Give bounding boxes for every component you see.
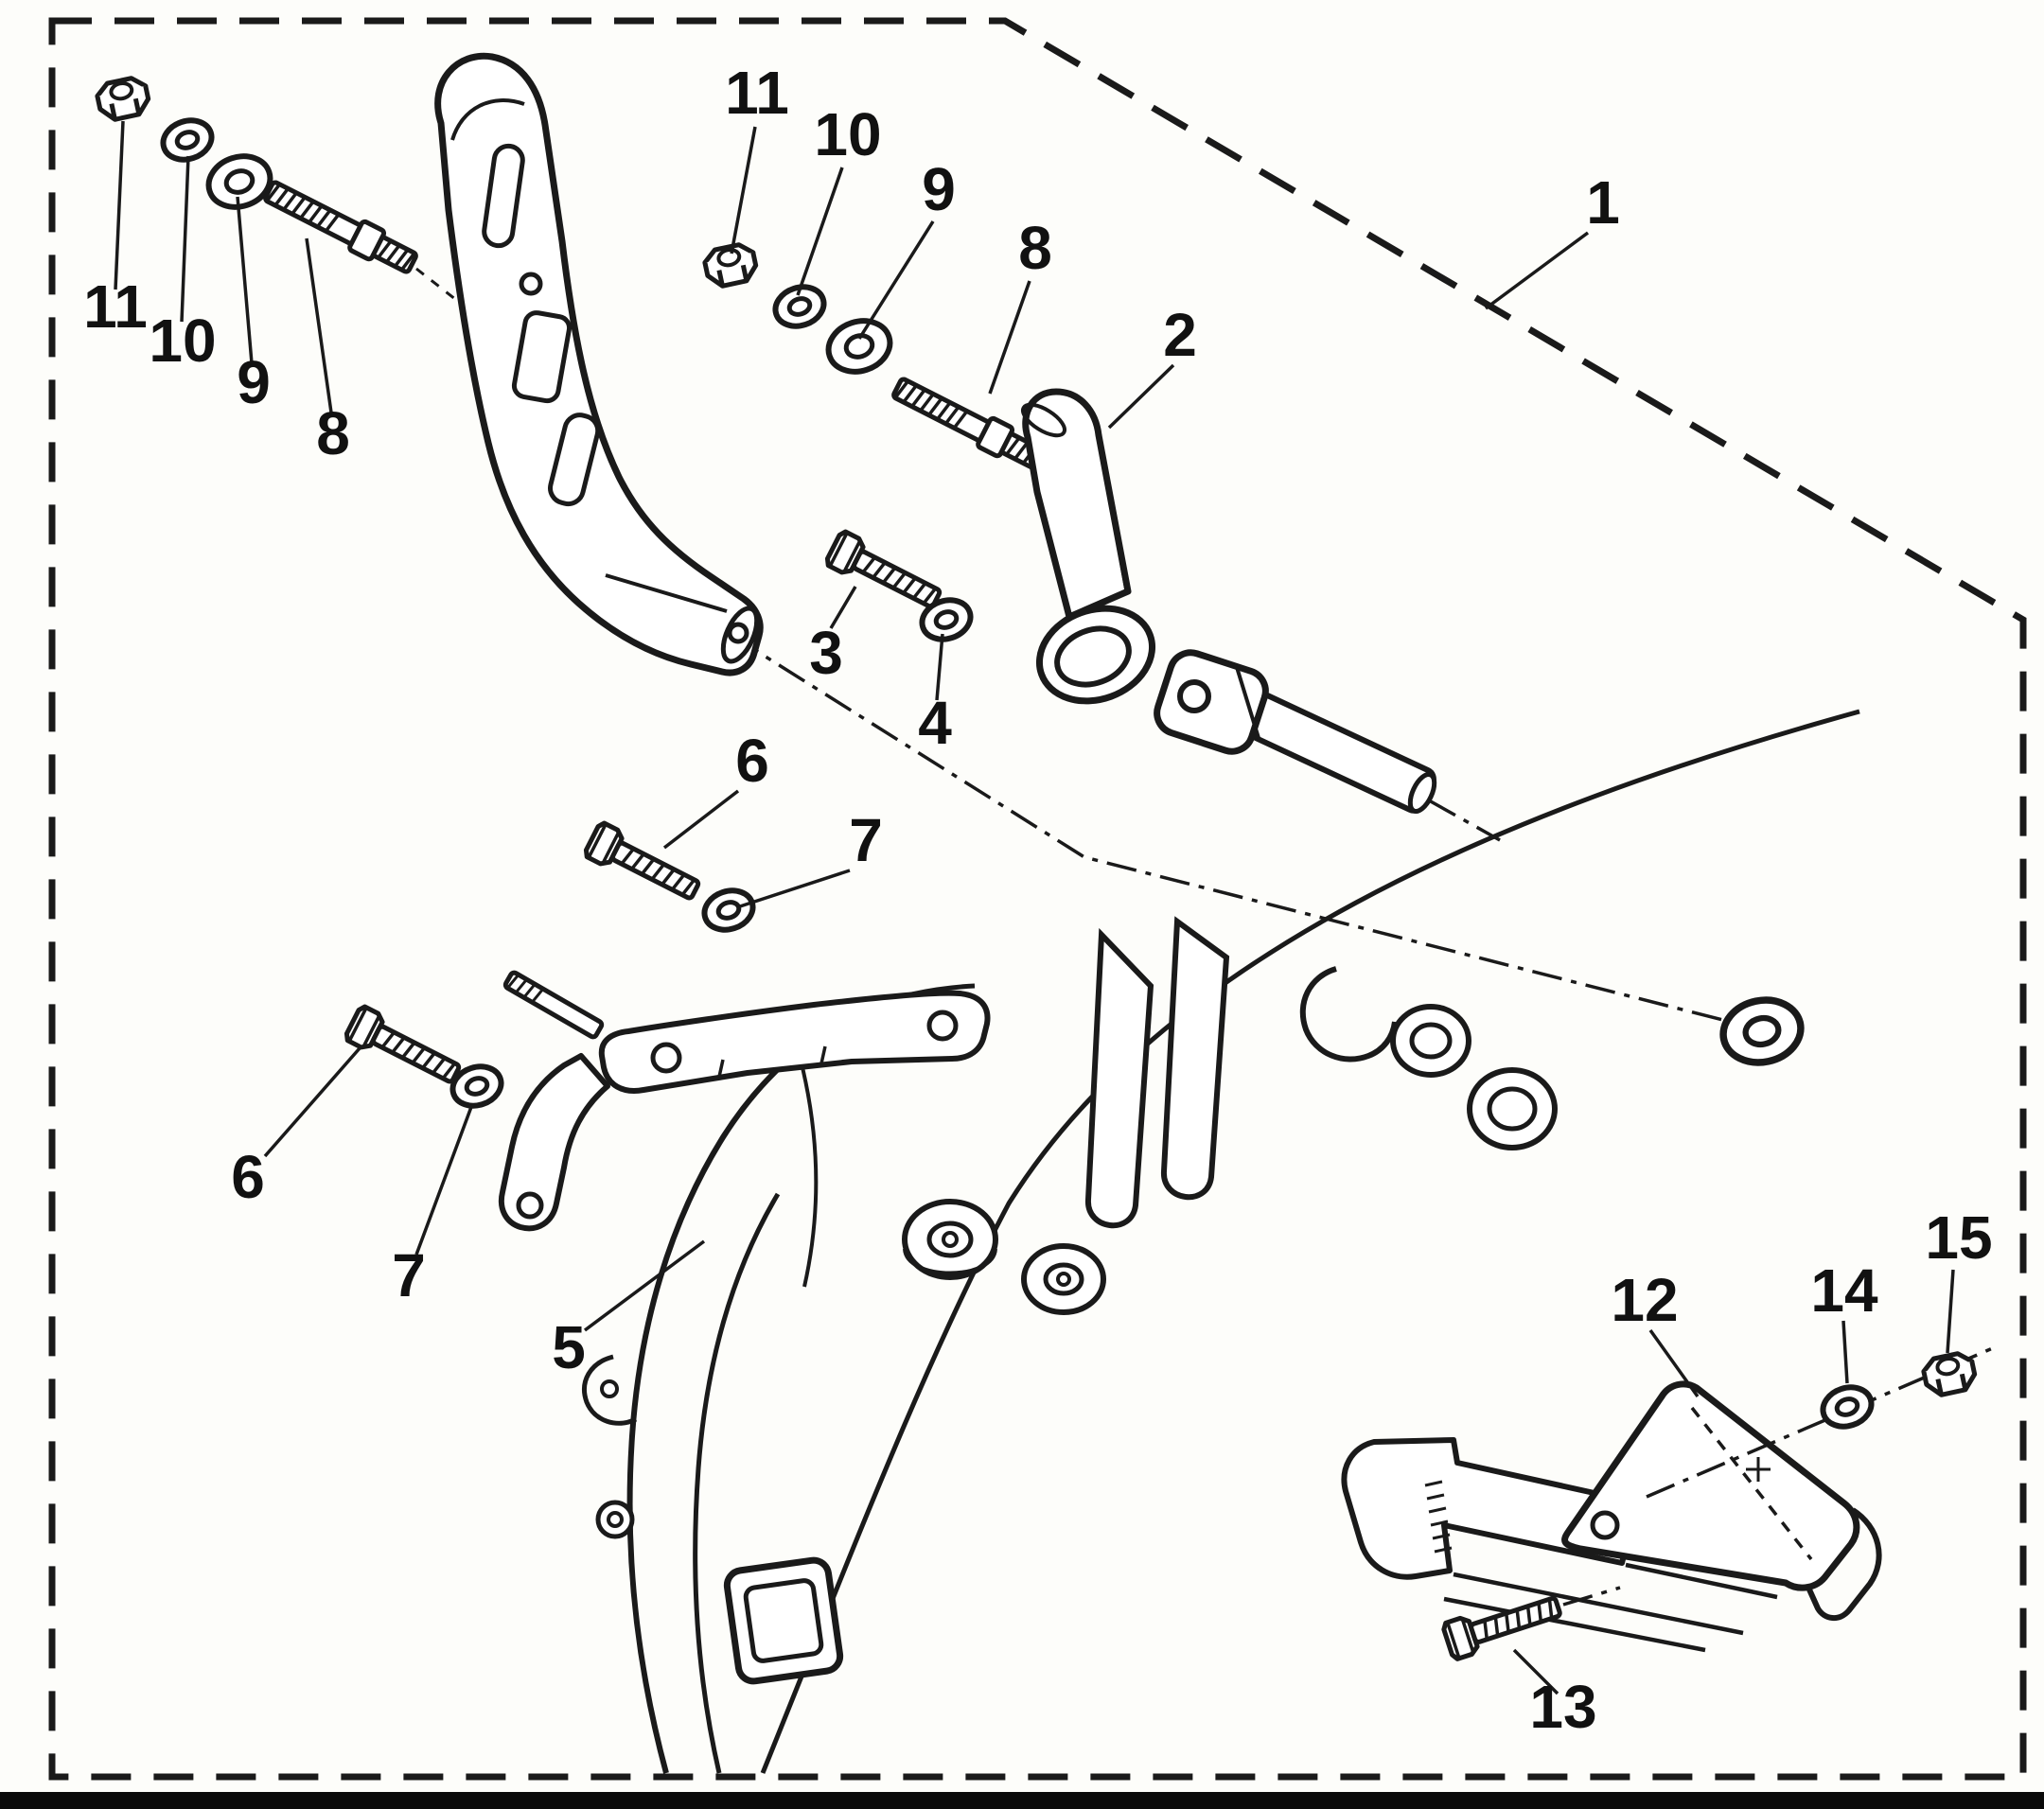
- washer-9-b: [822, 313, 897, 379]
- nut-11-a: [96, 76, 151, 122]
- anchor-plate-12-hole: [1590, 1510, 1620, 1540]
- pivot-pin-clevis-hole: [1177, 679, 1211, 713]
- callout-3: 3: [809, 619, 843, 687]
- fork-strip-right: [1160, 916, 1230, 1201]
- diagram-dashed-border: [48, 17, 2027, 1781]
- washer-14: [1818, 1381, 1877, 1432]
- callout-10-middle: 10: [814, 100, 881, 168]
- callout-11-middle: 11: [725, 59, 789, 127]
- block-contour-line: [799, 1059, 819, 1288]
- callout-7-upper: 7: [849, 806, 883, 874]
- callout-8-middle: 8: [1018, 214, 1052, 282]
- pivot-pin-clevis: [1154, 649, 1269, 755]
- callout-1: 1: [1586, 168, 1620, 237]
- shift-lever-slot-bottom: [548, 413, 601, 507]
- bolt-13: [1442, 1589, 1563, 1660]
- mount-bracket-5-foot-hole: [516, 1191, 544, 1220]
- mount-bracket-5-flange: [499, 1053, 610, 1232]
- block-hook-detail: [582, 1354, 638, 1426]
- callout-13: 13: [1529, 1673, 1596, 1741]
- bolt-3: [825, 530, 945, 616]
- block-bolt-hole-inner: [607, 1511, 624, 1528]
- shift-lever-hole-small: [519, 272, 543, 296]
- callout-9-top-left: 9: [237, 348, 271, 416]
- washer-7-a: [699, 885, 758, 936]
- callout-11-top-left: 11: [83, 272, 148, 341]
- anchor-plate-12: [1561, 1380, 1860, 1591]
- callout-15: 15: [1925, 1203, 1992, 1272]
- anchor-plate-12-tab: [1806, 1507, 1882, 1621]
- mount-bracket-5-bend-lines: [717, 1045, 827, 1078]
- callout-2: 2: [1163, 301, 1197, 369]
- cam-lever-2-eye-inner: [1054, 625, 1132, 688]
- boss-a-hole: [942, 1231, 959, 1248]
- block-left-edge-inner: [693, 1192, 781, 1774]
- cam-lever-2-edge-line: [1097, 436, 1128, 589]
- bolt-6-a: [584, 821, 704, 907]
- stud-8-a: [262, 176, 420, 277]
- boss-a-skirt: [903, 1248, 997, 1275]
- callout-8-top-left: 8: [316, 399, 350, 467]
- callout-14: 14: [1810, 1256, 1878, 1325]
- callout-7-lower: 7: [392, 1241, 426, 1309]
- fork-strip-left: [1084, 927, 1154, 1229]
- leader-lines: [114, 120, 1955, 1695]
- clamp-bracket-assembly: [1341, 1345, 1996, 1653]
- bottom-scan-bar: [0, 1792, 2044, 1809]
- mount-bracket-5-hole-left: [650, 1042, 682, 1074]
- callout-9-middle: 9: [922, 155, 956, 223]
- engine-block-outline: [582, 709, 1860, 1774]
- shift-lever-body: [434, 52, 764, 676]
- pivot-pin-clevis-slot: [1234, 663, 1260, 739]
- callout-5: 5: [552, 1313, 586, 1381]
- bolt-6-b: [344, 1005, 465, 1091]
- callout-6-lower: 6: [231, 1143, 265, 1211]
- shift-lever-hub-hole: [727, 622, 749, 644]
- callout-6-upper: 6: [735, 727, 769, 795]
- pivot-pin: [1154, 649, 1501, 842]
- shift-lever-slot-top: [482, 143, 525, 249]
- pivot-pin-end-cap: [1407, 772, 1437, 814]
- block-port-inner: [743, 1578, 824, 1663]
- pivot-centerline: [731, 634, 1753, 1029]
- cam-lever-2: [1021, 388, 1156, 705]
- pivot-pin-centerline: [1428, 799, 1501, 842]
- clamp-extension-lines: [1443, 1562, 1778, 1653]
- shift-lever-knob-line: [450, 98, 525, 141]
- linkage-hook: [1299, 966, 1398, 1063]
- stud-8-a-align-dash: [415, 267, 461, 305]
- mount-bracket-5-hole-right: [926, 1010, 959, 1042]
- linkage-ring-1-inner: [1409, 1022, 1453, 1060]
- mount-bracket-5: [499, 972, 991, 1232]
- block-left-edge: [626, 1006, 865, 1774]
- callout-labels: 11 10 9 8 11 10 9 8 2 3 4 1 6 7 6 7 5 12…: [83, 59, 1992, 1741]
- shift-lever: [434, 52, 764, 676]
- anchor-plate-12-cross-mark: [1746, 1457, 1771, 1482]
- washer-right-anchor: [1718, 993, 1806, 1070]
- cam-lever-2-arm: [1022, 388, 1132, 621]
- cowl-sweep-curve: [760, 709, 1860, 1774]
- block-hook-hole: [600, 1379, 619, 1398]
- mount-bracket-5-plate: [598, 990, 991, 1094]
- anchor-plate-12-fold-line: [1690, 1406, 1813, 1561]
- nut-15: [1922, 1351, 1978, 1397]
- clamp-serrations: [1424, 1480, 1453, 1554]
- callout-10-top-left: 10: [149, 307, 216, 375]
- callout-12: 12: [1611, 1266, 1678, 1334]
- callout-4: 4: [918, 689, 952, 757]
- shift-lever-hub-line: [605, 573, 728, 613]
- mount-bracket-5-stud: [504, 972, 603, 1039]
- bolt-13-centerline: [1562, 1586, 1621, 1607]
- linkage-ring-2-inner: [1487, 1086, 1538, 1132]
- boss-b-hole: [1056, 1272, 1071, 1287]
- shift-lever-window: [511, 310, 573, 404]
- cam-lever-2-boss: [1021, 402, 1066, 438]
